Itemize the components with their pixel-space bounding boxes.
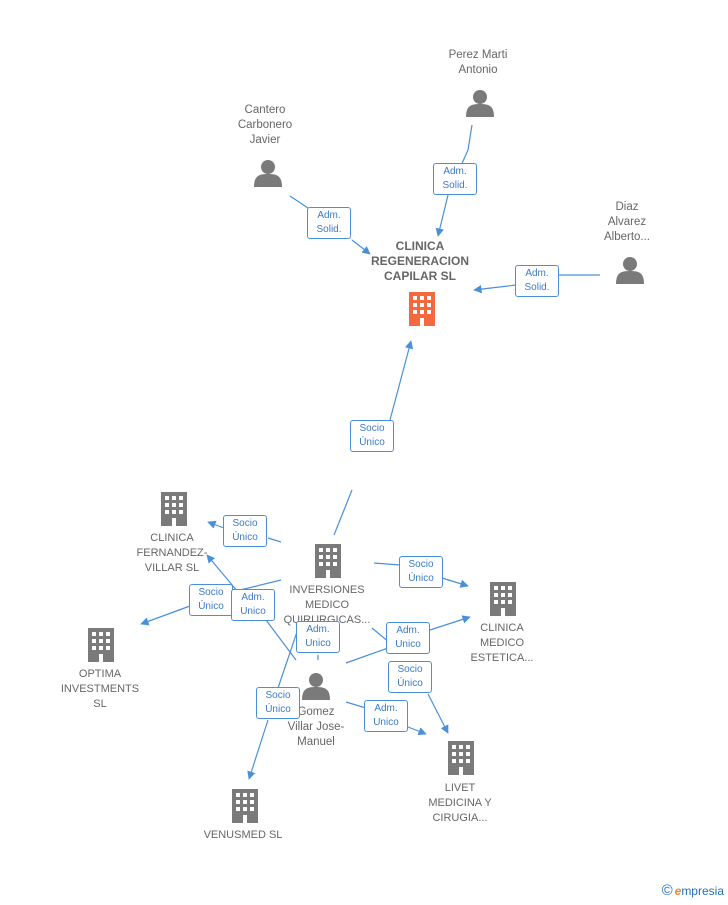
building-icon[interactable] bbox=[448, 741, 474, 775]
building-icon[interactable] bbox=[88, 628, 114, 662]
edge-badge-gomez-estetica: Adm. Unico bbox=[386, 622, 430, 654]
edge-diaz-main bbox=[474, 274, 600, 290]
empresia-watermark[interactable]: ©empresia bbox=[662, 882, 724, 899]
edge-inversiones-estetica bbox=[373, 562, 468, 586]
venusmed-label[interactable]: VENUSMED SL bbox=[203, 829, 283, 841]
building-icon[interactable] bbox=[315, 544, 341, 578]
optima-label[interactable]: OPTIMA INVESTMENTS SL bbox=[60, 668, 140, 710]
edge-badge-perez-main: Adm. Solid. bbox=[433, 163, 477, 195]
person-icon[interactable] bbox=[302, 673, 330, 700]
edge-badge-gomez-livet: Adm. Unico bbox=[364, 700, 408, 732]
edge-gomez-estetica bbox=[345, 617, 470, 664]
edge-badge-inversiones-fernandez: Socio Único bbox=[223, 515, 267, 547]
edge-badge-gomez-inversiones: Adm. Unico bbox=[296, 621, 340, 653]
edge-badge-diaz-main: Adm. Solid. bbox=[515, 265, 559, 297]
edge-cantero-main bbox=[289, 195, 370, 254]
edge-badge-inversiones-estetica: Socio Único bbox=[399, 556, 443, 588]
brand-initial: e bbox=[674, 884, 682, 898]
copyright-icon: © bbox=[661, 882, 673, 899]
brand-name: mpresia bbox=[681, 884, 724, 898]
edge-perez-main bbox=[438, 124, 473, 236]
edge-badge-inversiones-livet: Socio Único bbox=[388, 661, 432, 693]
edge-inversiones-main bbox=[333, 341, 411, 536]
edge-badge-inversiones-venusmed: Socio Único bbox=[256, 687, 300, 719]
edge-badge-cantero-main: Adm. Solid. bbox=[307, 207, 351, 239]
main-company-label[interactable]: CLINICA REGENERACION CAPILAR SL bbox=[370, 239, 469, 283]
estetica-label[interactable]: CLINICA MEDICO ESTETICA... bbox=[470, 622, 534, 664]
person-icon[interactable] bbox=[616, 257, 644, 284]
edge-gomez-livet bbox=[345, 701, 426, 734]
cantero-label[interactable]: Cantero Carbonero Javier bbox=[237, 104, 293, 146]
building-icon[interactable] bbox=[232, 789, 258, 823]
edge-badge-gomez-fernandez: Adm. Unico bbox=[231, 589, 275, 621]
building-icon[interactable] bbox=[490, 582, 516, 616]
gomez-label[interactable]: Gomez Villar Jose- Manuel bbox=[287, 706, 345, 748]
person-icon[interactable] bbox=[254, 160, 282, 187]
livet-label[interactable]: LIVET MEDICINA Y CIRUGIA... bbox=[428, 782, 492, 824]
fernandez-label[interactable]: CLINICA FERNANDEZ- VILLAR SL bbox=[136, 532, 208, 574]
diaz-label[interactable]: Diaz Alvarez Alberto... bbox=[603, 201, 651, 243]
building-icon[interactable] bbox=[161, 492, 187, 526]
building-icon[interactable] bbox=[409, 292, 435, 326]
edge-badge-inversiones-main: Socio Único bbox=[350, 420, 394, 452]
perez-label[interactable]: Perez Marti Antonio bbox=[448, 49, 508, 76]
edge-inversiones-fernandez bbox=[208, 522, 282, 543]
person-icon[interactable] bbox=[466, 90, 494, 117]
edge-badge-inversiones-optima: Socio Único bbox=[189, 584, 233, 616]
